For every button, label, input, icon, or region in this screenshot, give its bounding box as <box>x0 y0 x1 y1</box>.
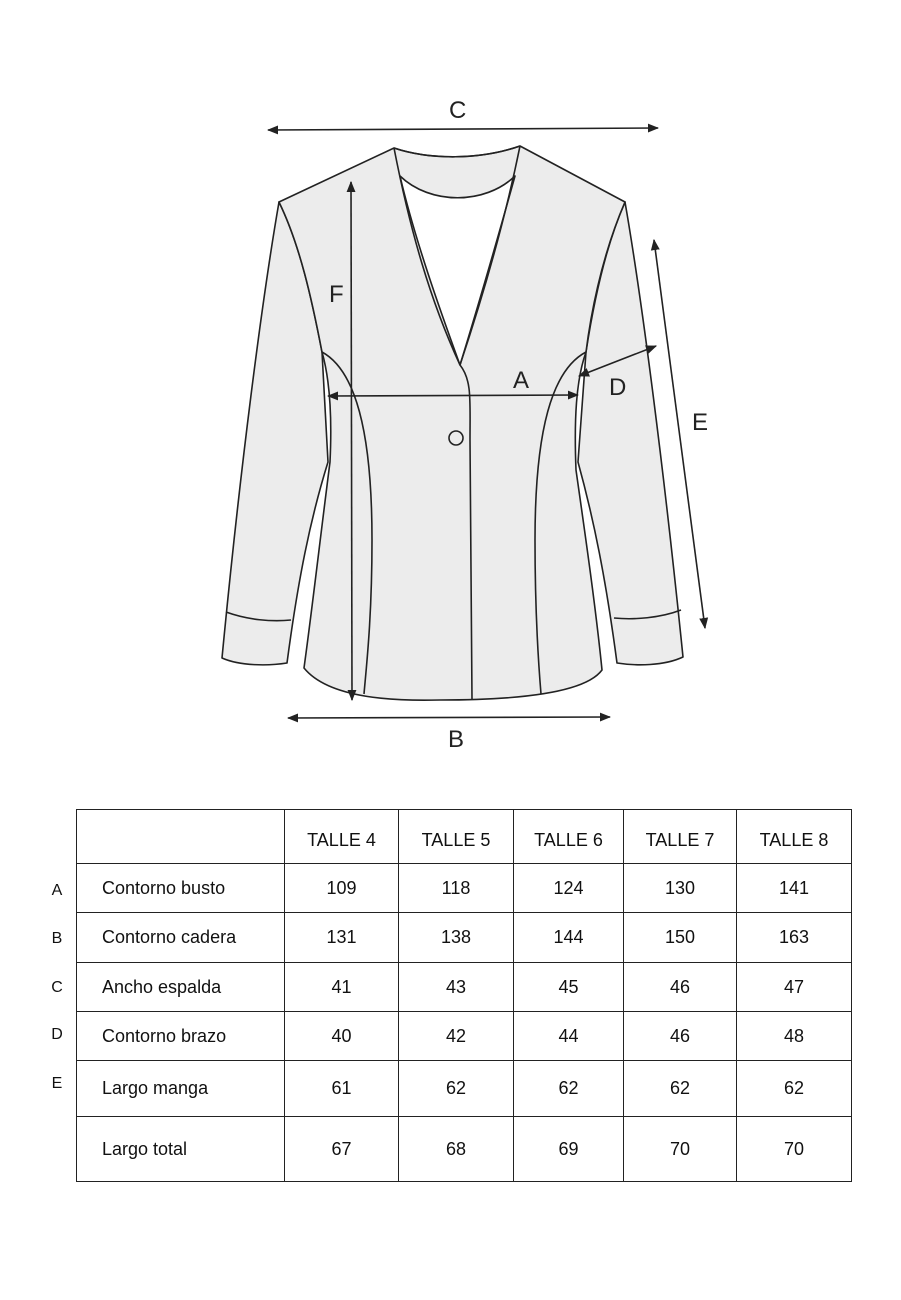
cell-value: 62 <box>623 1060 737 1117</box>
cell-value: 150 <box>623 912 737 963</box>
row-name: Largo manga <box>76 1060 285 1117</box>
cell-value: 141 <box>736 863 852 913</box>
cell-value: 70 <box>736 1116 852 1182</box>
header-blank <box>76 809 285 864</box>
cell-value: 163 <box>736 912 852 963</box>
label-d: D <box>609 374 626 401</box>
cell-value: 62 <box>513 1060 624 1117</box>
cell-value: 138 <box>398 912 514 963</box>
header-talle-7: TALLE 7 <box>623 809 737 864</box>
header-talle-5: TALLE 5 <box>398 809 514 864</box>
left-cuff-line <box>225 611 292 622</box>
table-row: Contorno cadera 131 138 144 150 163 <box>76 912 852 963</box>
cell-value: 62 <box>398 1060 514 1117</box>
cell-value: 131 <box>284 912 399 963</box>
row-name: Contorno cadera <box>76 912 285 963</box>
row-letter-b: B <box>51 930 63 947</box>
right-panel-seam <box>534 351 587 695</box>
cell-value: 40 <box>284 1011 399 1061</box>
cell-value: 68 <box>398 1116 514 1182</box>
cell-value: 44 <box>513 1011 624 1061</box>
jacket-measurement-diagram: C F A D E B <box>221 97 709 753</box>
row-name: Contorno brazo <box>76 1011 285 1061</box>
row-letter-a: A <box>51 882 63 899</box>
jacket-body <box>278 145 626 702</box>
cell-value: 46 <box>623 962 737 1012</box>
cell-value: 144 <box>513 912 624 963</box>
cell-value: 47 <box>736 962 852 1012</box>
arrow-f <box>346 180 357 702</box>
header-talle-6: TALLE 6 <box>513 809 624 864</box>
arrow-e <box>650 238 709 630</box>
cell-value: 45 <box>513 962 624 1012</box>
label-c: C <box>449 97 466 124</box>
table-row: Contorno busto 109 118 124 130 141 <box>76 863 852 913</box>
cell-value: 61 <box>284 1060 399 1117</box>
cell-value: 67 <box>284 1116 399 1182</box>
table-row: Largo total 67 68 69 70 70 <box>76 1116 852 1182</box>
arrow-c <box>266 123 660 135</box>
right-lapel <box>459 145 521 366</box>
left-panel-seam <box>321 351 373 695</box>
left-lapel <box>393 147 461 366</box>
cell-value: 69 <box>513 1116 624 1182</box>
row-letter-e: E <box>51 1075 63 1092</box>
arrow-a <box>326 390 580 401</box>
cell-value: 109 <box>284 863 399 913</box>
jacket-drawing <box>221 145 684 702</box>
header-row: TALLE 4 TALLE 5 TALLE 6 TALLE 7 TALLE 8 <box>76 809 852 864</box>
label-b: B <box>448 726 464 753</box>
cell-value: 48 <box>736 1011 852 1061</box>
cell-value: 70 <box>623 1116 737 1182</box>
label-f: F <box>329 281 344 308</box>
label-a: A <box>513 367 529 394</box>
row-name: Largo total <box>76 1116 285 1182</box>
cell-value: 43 <box>398 962 514 1012</box>
measurement-arrows <box>266 123 709 723</box>
label-e: E <box>692 409 708 436</box>
cell-value: 46 <box>623 1011 737 1061</box>
collar <box>393 145 521 158</box>
cell-value: 130 <box>623 863 737 913</box>
cell-value: 41 <box>284 962 399 1012</box>
cell-value: 124 <box>513 863 624 913</box>
cell-value: 118 <box>398 863 514 913</box>
row-name: Ancho espalda <box>76 962 285 1012</box>
table-row: Largo manga 61 62 62 62 62 <box>76 1060 852 1117</box>
table-row: Ancho espalda 41 43 45 46 47 <box>76 962 852 1012</box>
header-talle-8: TALLE 8 <box>736 809 852 864</box>
row-name: Contorno busto <box>76 863 285 913</box>
size-table: TALLE 4 TALLE 5 TALLE 6 TALLE 7 TALLE 8 … <box>76 809 852 1182</box>
size-table-container: TALLE 4 TALLE 5 TALLE 6 TALLE 7 TALLE 8 … <box>76 809 852 1182</box>
cell-value: 62 <box>736 1060 852 1117</box>
row-letter-d: D <box>51 1026 63 1043</box>
cell-value: 42 <box>398 1011 514 1061</box>
row-letter-c: C <box>51 979 63 996</box>
button-icon <box>448 430 464 446</box>
header-talle-4: TALLE 4 <box>284 809 399 864</box>
arrow-d <box>577 345 658 377</box>
arrow-b <box>286 712 612 723</box>
table-row: Contorno brazo 40 42 44 46 48 <box>76 1011 852 1061</box>
inner-shirt <box>399 175 516 366</box>
